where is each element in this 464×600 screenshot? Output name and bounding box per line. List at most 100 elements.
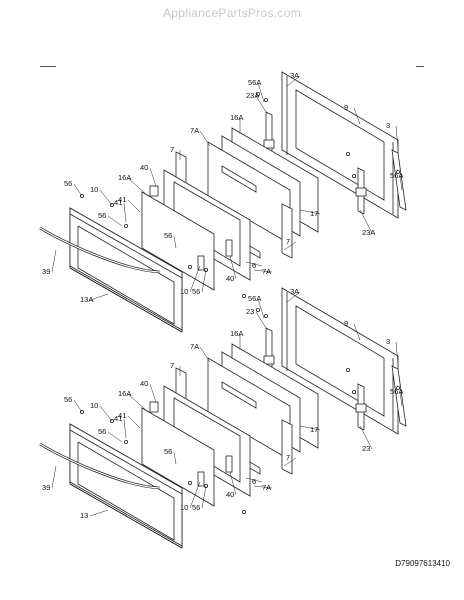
lower-callout-56: 56: [192, 503, 200, 512]
upper-leader-16: [89, 293, 109, 301]
lower-side-trim-3: [391, 365, 407, 427]
upper-callout-16a: 16A: [230, 113, 243, 122]
upper-outer-door-face: [69, 213, 183, 331]
upper-leader-8: [149, 167, 157, 187]
upper-leader-26: [395, 125, 399, 149]
upper-leader-4: [299, 209, 321, 215]
lower-leader-19: [127, 415, 141, 429]
lower-insulation-strip: [221, 381, 257, 409]
upper-insulation-7-right: [281, 203, 293, 259]
upper-leader-1: [257, 82, 265, 103]
upper-leader-19: [127, 199, 141, 213]
lower-outer-door-window: [77, 441, 175, 541]
lower-callout-56: 56: [64, 395, 72, 404]
lower-leader-26: [395, 341, 399, 365]
lower-screw-3: [187, 480, 192, 485]
lower-leader-12: [123, 418, 127, 439]
lower-callout-23: 23: [246, 307, 254, 316]
lower-callout-13: 13: [80, 511, 88, 520]
upper-callout-7a: 7A: [262, 267, 271, 276]
lower-callout-7a: 7A: [190, 342, 199, 351]
upper-screw-7: [263, 98, 268, 103]
upper-outer-door-window: [77, 225, 175, 325]
lower-screw-8: [395, 385, 400, 390]
lower-leader-20: [229, 471, 237, 496]
lower-leader-15: [51, 465, 57, 489]
lower-leader-4: [299, 425, 321, 431]
lower-callout-7a: 7A: [262, 483, 271, 492]
lower-leader-18: [201, 485, 207, 509]
upper-screw-8: [395, 169, 400, 174]
upper-leader-6: [199, 130, 211, 147]
lower-outer-door-bottom-edge: [69, 483, 183, 549]
upper-leader-10: [99, 189, 113, 206]
upper-handle-highlight: [39, 227, 161, 273]
upper-screw-5: [241, 293, 246, 298]
lower-leader-22: [253, 485, 273, 489]
upper-leader-11: [73, 183, 83, 197]
lower-bracket-top-40: [149, 401, 159, 413]
lower-bracket-left: [197, 471, 205, 487]
upper-callout-40: 40: [226, 274, 234, 283]
upper-callout-9: 9: [344, 103, 348, 112]
lower-leader-1: [257, 298, 265, 319]
upper-bracket-right: [225, 239, 233, 257]
lower-callout-7: 7: [170, 361, 174, 370]
upper-leader-2: [255, 95, 267, 113]
upper-screw-10: [345, 151, 350, 156]
upper-bracket-top-40: [149, 185, 159, 197]
upper-callout-16a: 16A: [118, 173, 131, 182]
upper-leader-9: [127, 177, 149, 197]
upper-leader-21: [245, 261, 263, 267]
upper-callout-3a: 3A: [290, 71, 299, 80]
upper-screw-9: [351, 173, 356, 178]
watermark: AppliancePartsPros.com: [163, 6, 301, 20]
lower-insulation-7-right: [281, 419, 293, 475]
upper-callout-56a: 56A: [390, 171, 403, 180]
upper-callout-6: 6: [252, 261, 256, 270]
upper-leader-18: [201, 269, 207, 293]
lower-callout-23: 23: [362, 444, 370, 453]
lower-callout-56a: 56A: [248, 294, 261, 303]
upper-leader-25: [399, 175, 403, 191]
upper-leader-22: [253, 269, 273, 273]
upper-callout-56: 56: [164, 231, 172, 240]
lower-leader-21: [245, 477, 263, 483]
lower-callout-9: 9: [344, 319, 348, 328]
lower-callout-56: 56: [98, 427, 106, 436]
lower-callout-56a: 56A: [390, 387, 403, 396]
upper-door-liner: [141, 191, 215, 291]
lower-callout-3: 3: [386, 337, 390, 346]
upper-leader-14: [173, 235, 177, 249]
lower-callout-56: 56: [164, 447, 172, 456]
lower-door-liner: [141, 407, 215, 507]
upper-callout-56: 56: [64, 179, 72, 188]
upper-leader-13: [107, 215, 123, 227]
lower-leader-14: [173, 451, 177, 465]
upper-callout-7: 7: [286, 237, 290, 246]
upper-screw-3: [187, 264, 192, 269]
lower-leader-6: [199, 346, 211, 363]
upper-callout-40: 40: [140, 163, 148, 172]
lower-leader-23: [283, 457, 297, 467]
upper-callout-13a: 13A: [80, 295, 93, 304]
lower-screw-2: [124, 439, 129, 444]
upper-callout-3: 3: [386, 121, 390, 130]
lower-callout-7: 7: [286, 453, 290, 462]
upper-callout-39: 39: [42, 267, 50, 276]
lower-leader-0: [286, 291, 301, 303]
upper-side-trim-3: [391, 149, 407, 211]
lower-callout-41: 41: [118, 411, 126, 420]
lower-callout-16a: 16A: [118, 389, 131, 398]
upper-bracket-left: [197, 255, 205, 271]
lower-callout-41: 41: [114, 414, 122, 423]
lower-leader-25: [399, 391, 403, 407]
upper-leader-23: [283, 241, 297, 251]
lower-outer-door-face: [69, 429, 183, 547]
upper-outer-door-bottom-edge: [69, 267, 183, 333]
lower-leader-16: [89, 509, 109, 517]
upper-leader-12: [123, 202, 127, 223]
